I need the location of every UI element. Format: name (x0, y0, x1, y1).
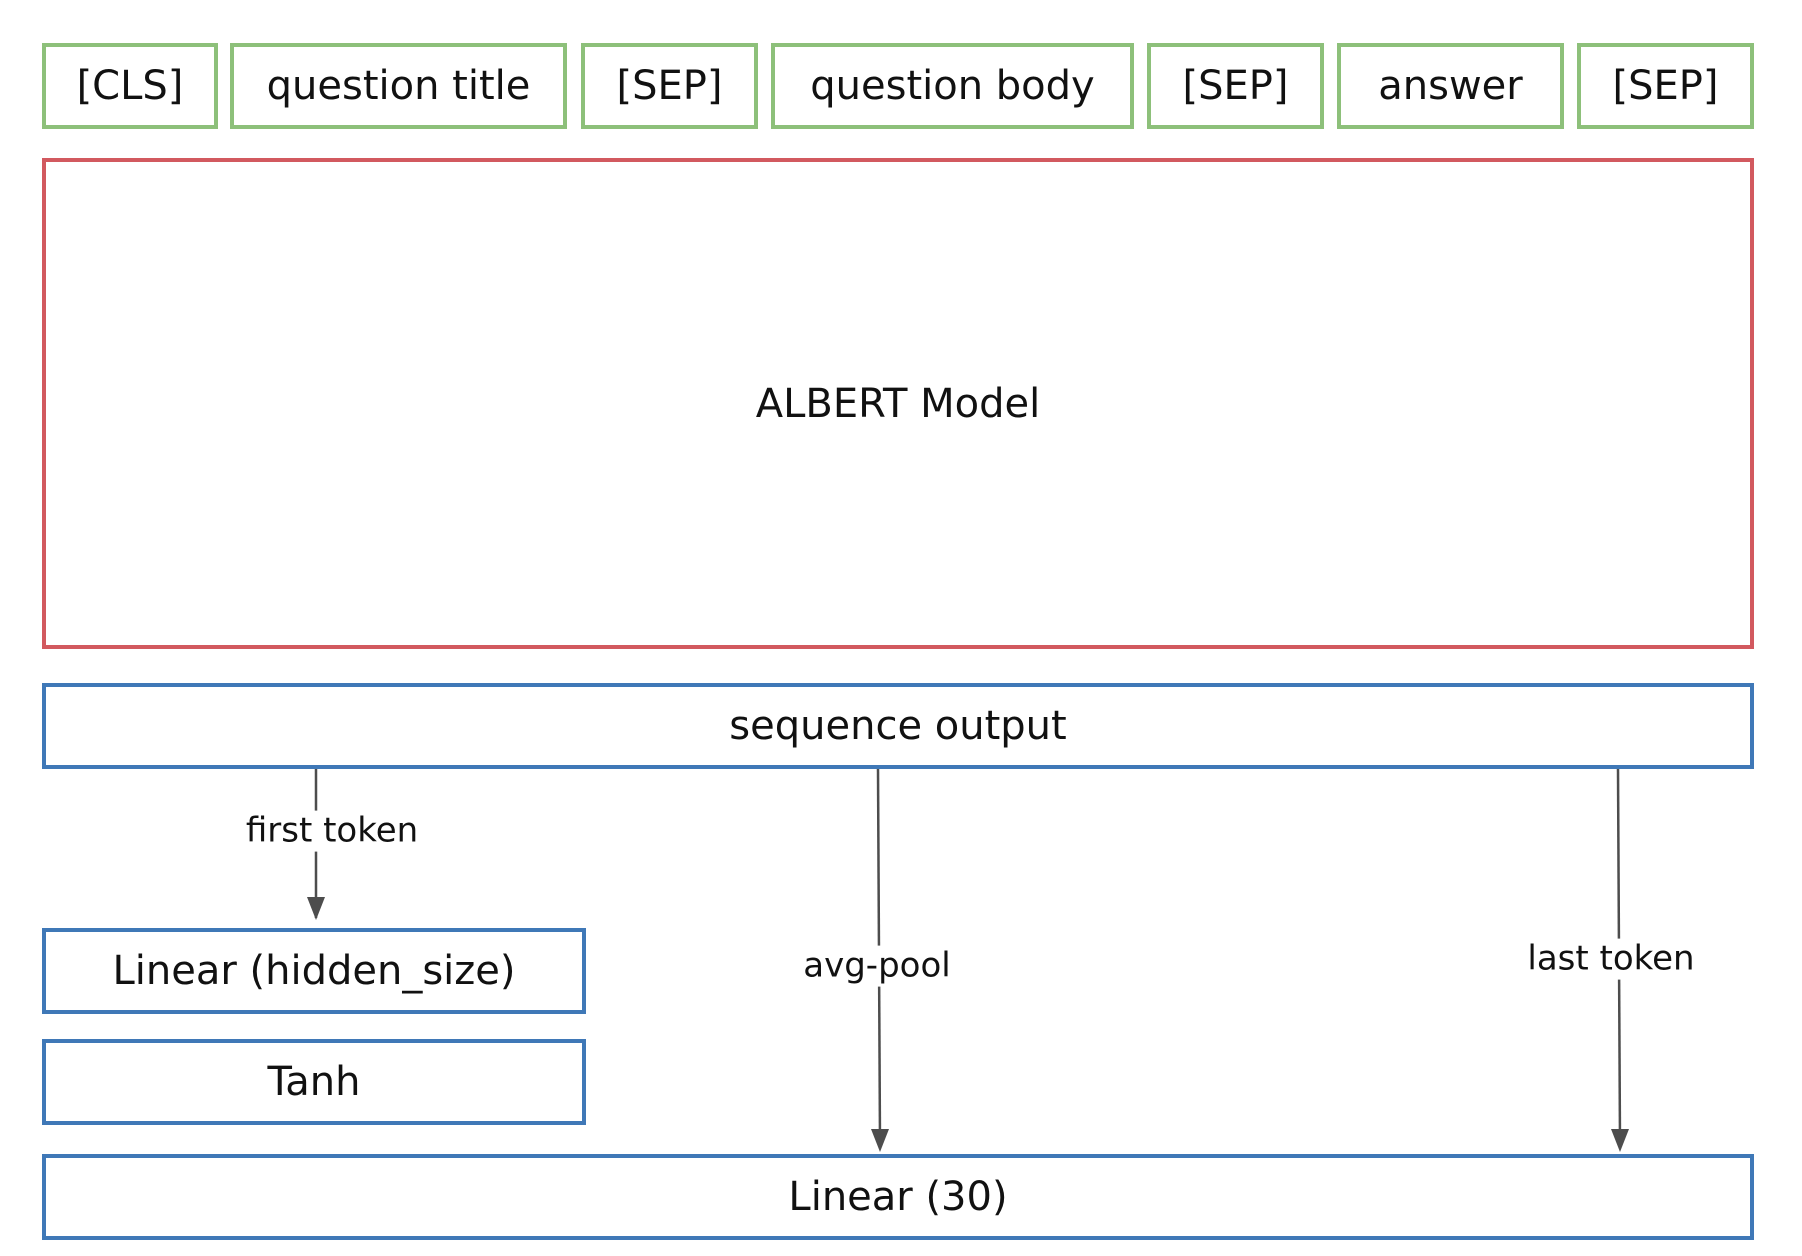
edge-label-first-token: first token (243, 810, 421, 852)
token-question-title: question title (230, 43, 567, 129)
tanh-block: Tanh (42, 1039, 586, 1125)
edge-label-last-token: last token (1525, 938, 1697, 980)
edge-first-token-arrowhead (307, 897, 325, 920)
edge-last-token-arrowhead (1611, 1129, 1629, 1152)
linear-30-block: Linear (30) (42, 1154, 1754, 1240)
edge-avg-pool-arrowhead (871, 1129, 889, 1152)
token-sep-1: [SEP] (581, 43, 758, 129)
token-answer: answer (1337, 43, 1564, 129)
token-question-body: question body (771, 43, 1134, 129)
linear-hidden-size-block: Linear (hidden_size) (42, 928, 586, 1014)
token-sep-3: [SEP] (1577, 43, 1754, 129)
token-cls: [CLS] (42, 43, 218, 129)
edge-label-avg-pool: avg-pool (801, 945, 953, 987)
sequence-output-block: sequence output (42, 683, 1754, 769)
token-sep-2: [SEP] (1147, 43, 1324, 129)
albert-model-block: ALBERT Model (42, 158, 1754, 649)
